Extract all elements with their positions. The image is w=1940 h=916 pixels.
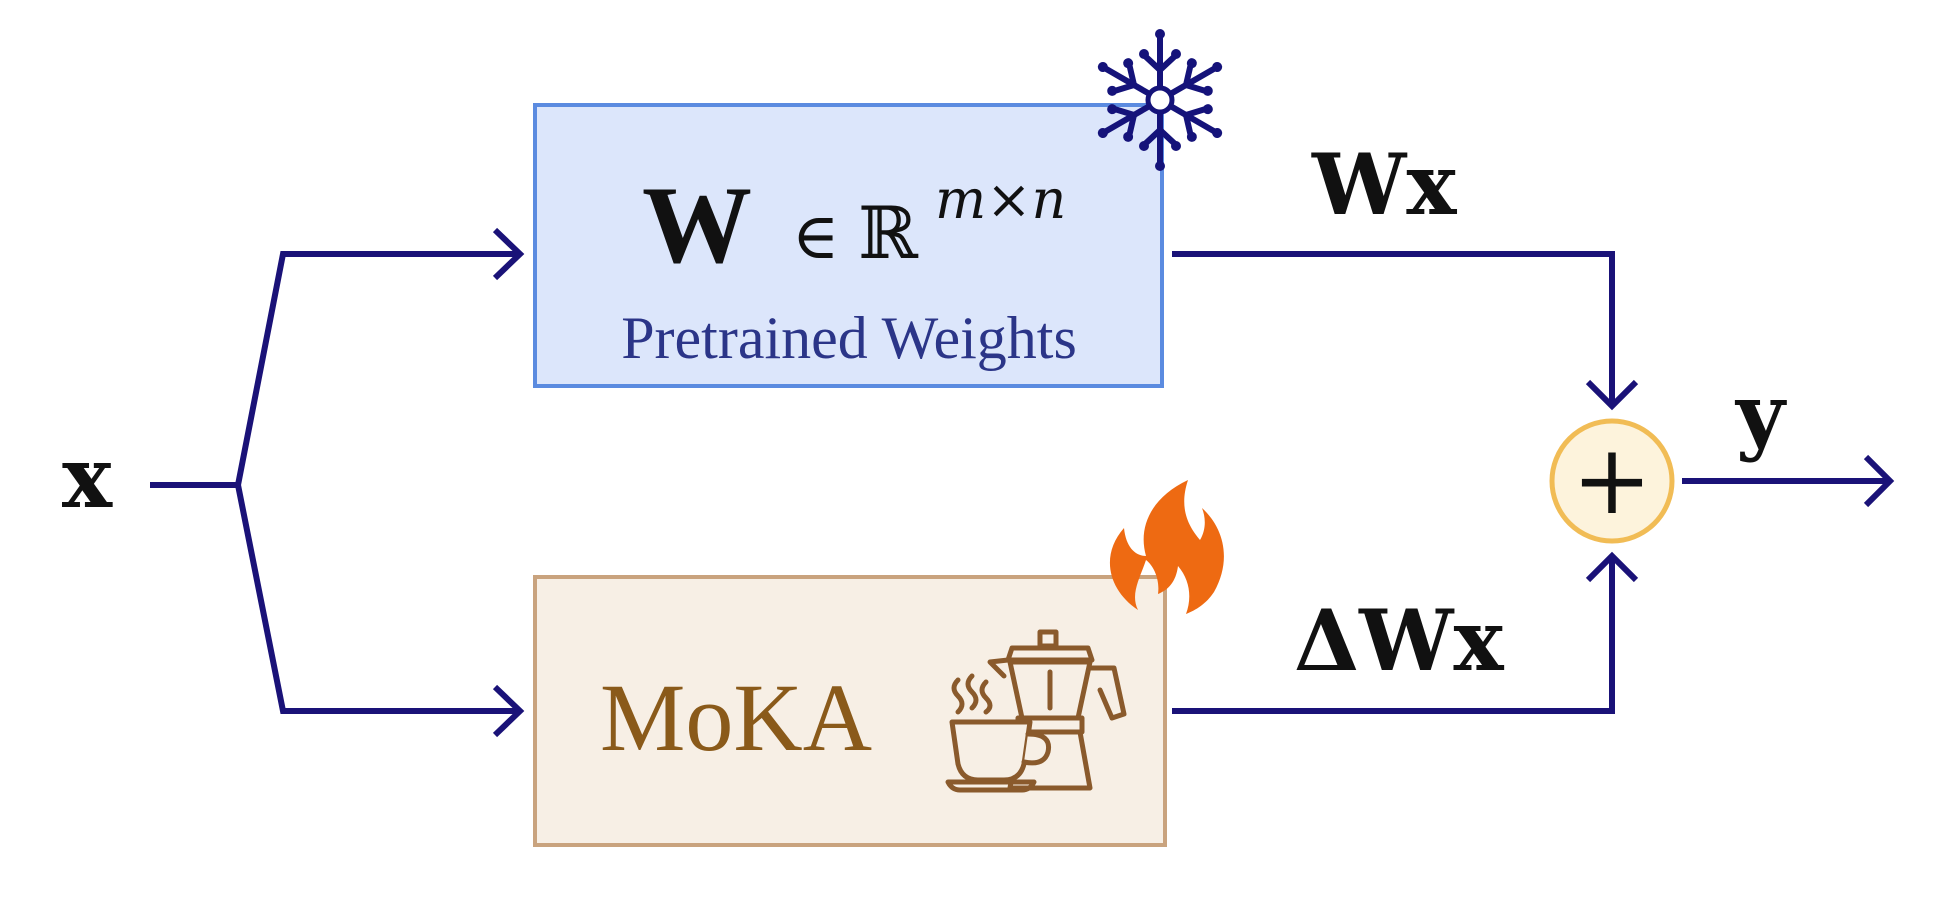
output-y-label: y	[1734, 365, 1787, 464]
input-x-label: x	[62, 428, 113, 527]
real-space-symbol: ℝ	[858, 191, 919, 275]
branch-lower-line	[235, 484, 518, 714]
input-branch-lines	[150, 227, 525, 738]
cup-handle	[1021, 731, 1052, 766]
pretrained-weights-box	[533, 103, 1164, 388]
top-path-line	[1172, 251, 1615, 404]
bottom-path-label: ΔWx	[1294, 591, 1505, 690]
top-path-label: Wx	[1311, 135, 1457, 234]
weight-matrix-symbol: W	[642, 164, 752, 286]
snowflake-icon	[1097, 29, 1223, 171]
fire-icon	[1109, 480, 1224, 614]
merge-lines	[1172, 251, 1895, 714]
sum-symbol: +	[1572, 424, 1652, 536]
dimension-superscript: m×n	[935, 168, 1066, 231]
moka-box	[533, 575, 1167, 847]
moka-label: MoKA	[600, 664, 872, 771]
bottom-path-line	[1172, 558, 1615, 714]
coffee-pot-and-cup-icon	[945, 629, 1127, 793]
cup-saucer	[945, 779, 1037, 793]
cup-body	[949, 719, 1033, 783]
steam-line-3	[979, 679, 993, 715]
arrowhead-upper	[492, 227, 525, 281]
steam-line-1	[951, 677, 965, 715]
fire-flame	[1109, 480, 1224, 614]
arrowhead-output	[1863, 454, 1895, 508]
element-of-symbol: ∈	[792, 200, 839, 274]
pot-handle	[1087, 665, 1127, 721]
arrowhead-top-into-sum	[1585, 379, 1639, 411]
steam-line-2	[965, 673, 979, 711]
sum-node	[1549, 418, 1675, 544]
arrowhead-lower	[492, 684, 525, 738]
pot-spout	[987, 657, 1011, 679]
arrowhead-bottom-into-sum	[1585, 551, 1639, 583]
branch-upper-line	[150, 251, 518, 488]
pretrained-weights-caption: Pretrained Weights	[621, 305, 1077, 371]
